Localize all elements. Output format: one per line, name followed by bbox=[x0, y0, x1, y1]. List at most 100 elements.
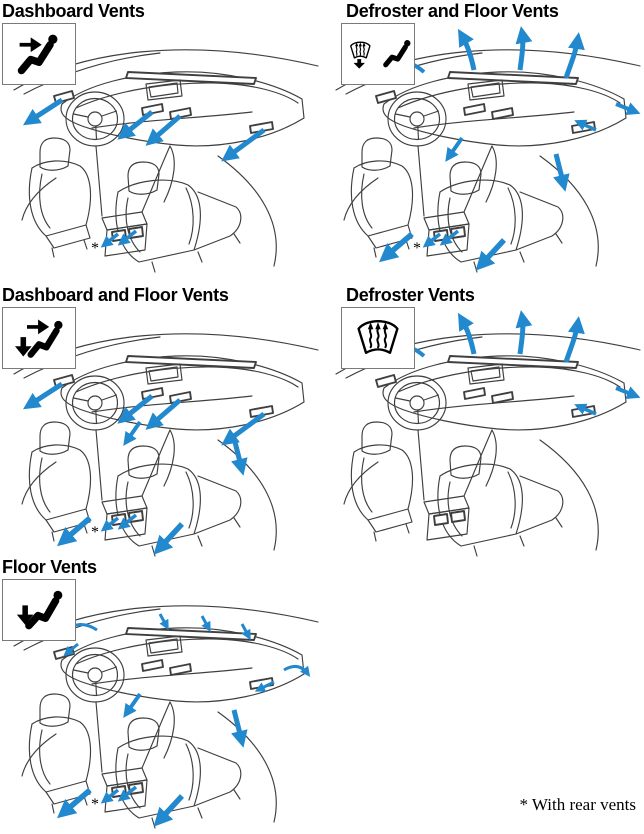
rear-console-airflow-arrows bbox=[100, 513, 138, 532]
footnote: * With rear vents bbox=[519, 795, 636, 815]
seated-person-icon bbox=[380, 34, 413, 74]
section-title: Defroster and Floor Vents bbox=[346, 1, 559, 21]
car-interior-illustration: * bbox=[335, 310, 641, 557]
airflow-arrow bbox=[515, 310, 533, 355]
airflow-arrow bbox=[563, 32, 585, 79]
airflow-arrow bbox=[117, 513, 138, 530]
illustration-slot: * bbox=[322, 310, 644, 562]
dashboard-vent-center-right bbox=[491, 107, 514, 120]
panel-dashboard-and-floor-vents: Dashboard and Floor Vents bbox=[0, 284, 322, 562]
section-title: Dashboard Vents bbox=[2, 1, 145, 21]
rear-console bbox=[423, 429, 497, 541]
rear-console bbox=[423, 145, 497, 257]
steering-wheel bbox=[387, 91, 447, 147]
dashboard-inner-line bbox=[75, 638, 299, 665]
floor-airflow-arrows bbox=[57, 420, 248, 555]
panel-defroster-and-floor-vents: Defroster and Floor Vents bbox=[322, 0, 644, 278]
airflow-arrow bbox=[145, 398, 182, 430]
dashboard-vent-center-left bbox=[141, 103, 164, 116]
steering-wheel bbox=[65, 91, 125, 147]
steering-wheel bbox=[387, 375, 447, 431]
passenger-seat bbox=[115, 161, 242, 273]
dashboard-airflow-arrows bbox=[23, 381, 266, 446]
roof-inner-line bbox=[23, 608, 161, 651]
passenger-seat bbox=[115, 445, 242, 557]
footnote-text: With rear vents bbox=[531, 795, 636, 814]
floor-line-left bbox=[21, 177, 57, 221]
dashboard-vent-center-left bbox=[141, 659, 164, 672]
dashboard-inner-line bbox=[75, 82, 299, 109]
car-interior-illustration: * bbox=[13, 605, 319, 829]
floor-line-right bbox=[217, 439, 277, 551]
floor-line-center bbox=[95, 701, 103, 773]
rear-console-airflow-arrows bbox=[422, 229, 460, 248]
airflow-arrow bbox=[458, 28, 477, 71]
floor-line-center bbox=[417, 429, 425, 501]
dashboard-vent-right bbox=[249, 121, 274, 134]
airflow-arrow bbox=[553, 153, 570, 192]
floor-vent-mode-icon bbox=[15, 588, 63, 632]
defroster-outlet-strip bbox=[447, 71, 579, 85]
defroster-vent-mode-icon bbox=[354, 316, 402, 360]
airflow-arrow bbox=[153, 794, 185, 827]
section-title: Defroster Vents bbox=[346, 285, 475, 305]
dashboard-vent-center-left bbox=[463, 387, 486, 400]
airflow-arrow bbox=[231, 709, 248, 748]
center-display-screen bbox=[148, 638, 179, 654]
rear-console-airflow-arrows bbox=[100, 229, 138, 248]
floor-line-center bbox=[95, 429, 103, 501]
airflow-arrow bbox=[23, 381, 64, 410]
airflow-arrow bbox=[100, 788, 120, 804]
airflow-arrow bbox=[63, 642, 79, 657]
airflow-arrow bbox=[563, 316, 585, 363]
center-display-screen bbox=[470, 366, 501, 382]
airflow-arrow bbox=[475, 238, 507, 271]
airflow-arrow bbox=[145, 114, 182, 146]
rear-vents-asterisk: * bbox=[91, 524, 99, 541]
driver-seat bbox=[350, 421, 414, 542]
car-interior-illustration: * bbox=[335, 26, 641, 273]
floor-line-left bbox=[343, 461, 379, 505]
airflow-arrow bbox=[458, 312, 477, 355]
defroster-outlet-strip bbox=[125, 355, 257, 369]
airflow-arrow bbox=[515, 26, 533, 71]
steering-wheel bbox=[65, 375, 125, 431]
airflow-arrow bbox=[100, 232, 120, 248]
center-display-screen bbox=[148, 366, 179, 382]
dashboard-vent-center-right bbox=[491, 391, 514, 404]
illustration-slot: * bbox=[322, 26, 644, 278]
driver-seat bbox=[28, 137, 92, 258]
airflow-arrow bbox=[117, 785, 138, 802]
center-display-screen bbox=[148, 82, 179, 98]
dashboard-vent-left bbox=[375, 374, 397, 388]
center-display-screen bbox=[470, 82, 501, 98]
floor-line-right bbox=[217, 711, 277, 823]
dashboard-vent-center-right bbox=[169, 107, 192, 120]
vent-mode-icon-box bbox=[341, 23, 415, 85]
rear-vents-asterisk: * bbox=[91, 240, 99, 257]
roof-inner-line bbox=[23, 52, 161, 95]
rear-vents-asterisk: * bbox=[91, 796, 99, 813]
floor-airflow-arrows bbox=[57, 692, 248, 827]
airflow-arrow bbox=[379, 231, 414, 263]
passenger-seat bbox=[115, 717, 242, 829]
dashboard-and-floor-vent-mode-icon bbox=[15, 316, 63, 360]
airflow-arrow bbox=[123, 420, 142, 446]
defroster-outlet-strip bbox=[125, 71, 257, 85]
floor-line-right bbox=[539, 155, 599, 267]
dashboard-airflow-arrows bbox=[23, 97, 266, 162]
airflow-arrow bbox=[221, 127, 266, 162]
dashboard-inner-line bbox=[397, 82, 621, 109]
footnote-marker: * bbox=[519, 795, 528, 814]
airflow-arrow bbox=[117, 394, 154, 424]
section-title: Dashboard and Floor Vents bbox=[2, 285, 229, 305]
airflow-arrow bbox=[100, 516, 120, 532]
dashboard-vent-center-right bbox=[169, 663, 192, 676]
dashboard-inner-line bbox=[397, 366, 621, 393]
passenger-seat bbox=[437, 161, 564, 273]
vent-mode-icon-box bbox=[2, 579, 76, 641]
airflow-arrow bbox=[615, 386, 641, 400]
airflow-arrow bbox=[57, 787, 92, 819]
airflow-arrow bbox=[57, 515, 92, 547]
floor-line-left bbox=[343, 177, 379, 221]
